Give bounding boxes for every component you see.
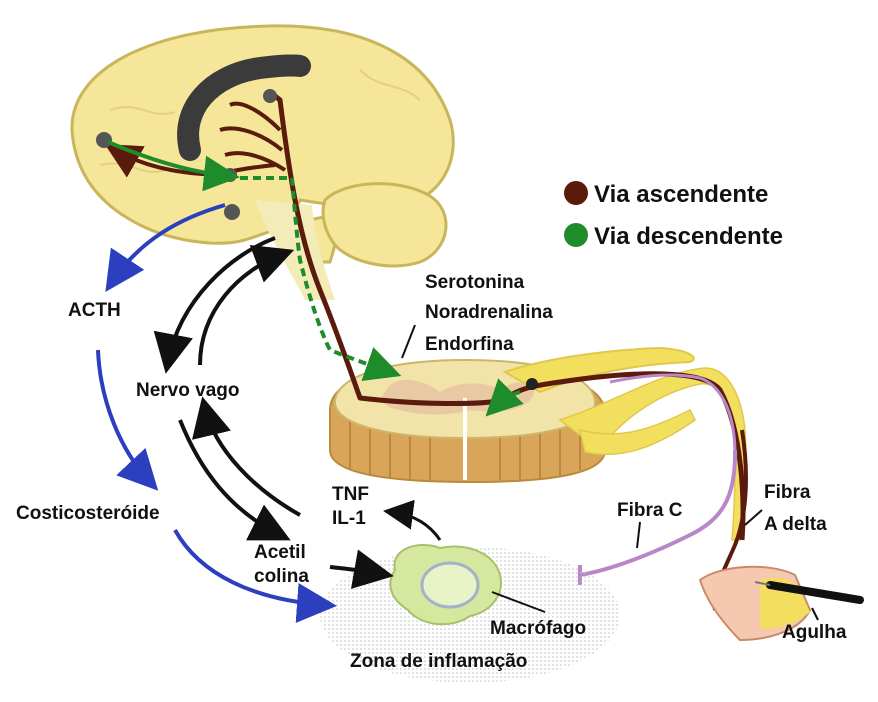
vertebra-stripes xyxy=(349,420,581,480)
inflammation-zone xyxy=(320,544,620,683)
label-endorfina: Endorfina xyxy=(425,334,514,355)
ascending-branches xyxy=(218,101,287,177)
pointer-lines xyxy=(365,324,819,621)
label-macrofago: Macrófago xyxy=(490,618,586,639)
arrow-vagus-to-acetylcholine xyxy=(178,419,291,541)
labels: Serotonina Noradrenalina Endorfina ACTH … xyxy=(16,272,847,672)
label-acetil: Acetil xyxy=(254,542,306,563)
arrow-brain-to-acth xyxy=(105,203,226,292)
label-a-delta: A delta xyxy=(764,514,827,535)
cerebellum xyxy=(321,182,448,268)
fiber-c-to-cord xyxy=(609,373,737,451)
fiber-c-line xyxy=(579,449,738,577)
skin-block xyxy=(698,565,864,642)
legend-ascending-swatch xyxy=(564,181,588,205)
pointer-fiber-c xyxy=(636,521,641,549)
descending-tract xyxy=(240,176,402,382)
hpa-arrows xyxy=(96,203,337,623)
ascending-node-cortex xyxy=(96,132,112,148)
macrophage-nucleus xyxy=(420,561,480,609)
dorsal-horn-node xyxy=(526,378,538,390)
label-zona-inflamacao: Zona de inflamação xyxy=(350,651,527,672)
arrow-acetylcholine-to-macrophage xyxy=(329,549,394,589)
label-nervo-vago: Nervo vago xyxy=(136,380,239,401)
label-agulha: Agulha xyxy=(782,622,847,643)
descending-local xyxy=(485,378,524,417)
label-il1: IL-1 xyxy=(332,508,366,529)
legend-descending-swatch xyxy=(564,223,588,247)
arrow-vagus-to-brain xyxy=(198,245,295,366)
needle-tip xyxy=(754,581,771,586)
label-colina: colina xyxy=(254,566,309,587)
label-noradrenalina: Noradrenalina xyxy=(425,302,553,323)
vagus-arrows xyxy=(153,236,442,589)
legend: Via ascendente Via descendente xyxy=(564,181,783,250)
label-fibra: Fibra xyxy=(764,482,811,503)
legend-ascending-label: Via ascendente xyxy=(594,181,768,208)
pointer-fiber-adelta xyxy=(744,509,763,526)
label-corticosteroid: Costicosteróide xyxy=(16,503,160,524)
label-fibra-c: Fibra C xyxy=(617,500,683,521)
ascending-node-low xyxy=(224,204,240,220)
label-tnf: TNF xyxy=(332,484,369,505)
legend-descending-label: Via descendente xyxy=(594,223,783,250)
descending-cortex-link xyxy=(107,140,240,192)
label-serotonina: Serotonina xyxy=(425,272,525,293)
pointer-macrophage xyxy=(491,591,546,613)
pointer-needle xyxy=(811,607,819,621)
pointer-neurotransmitters xyxy=(401,324,416,359)
arrow-macrophage-to-cytokines xyxy=(383,499,442,541)
needle xyxy=(766,581,864,604)
peripheral-nerve xyxy=(502,346,747,541)
pointer-tnf xyxy=(365,513,383,530)
arrow-cytokines-to-vagus xyxy=(192,396,301,517)
arrow-corticosteroid-to-inflammation xyxy=(173,529,337,623)
arrow-acth-to-corticosteroid xyxy=(96,349,159,491)
ascending-node-top xyxy=(263,89,277,103)
label-acth: ACTH xyxy=(68,300,121,321)
corpus-callosum xyxy=(177,54,311,161)
ventral-root xyxy=(578,408,696,456)
nerve-trunk xyxy=(558,367,747,541)
descending-pathway xyxy=(107,140,538,417)
